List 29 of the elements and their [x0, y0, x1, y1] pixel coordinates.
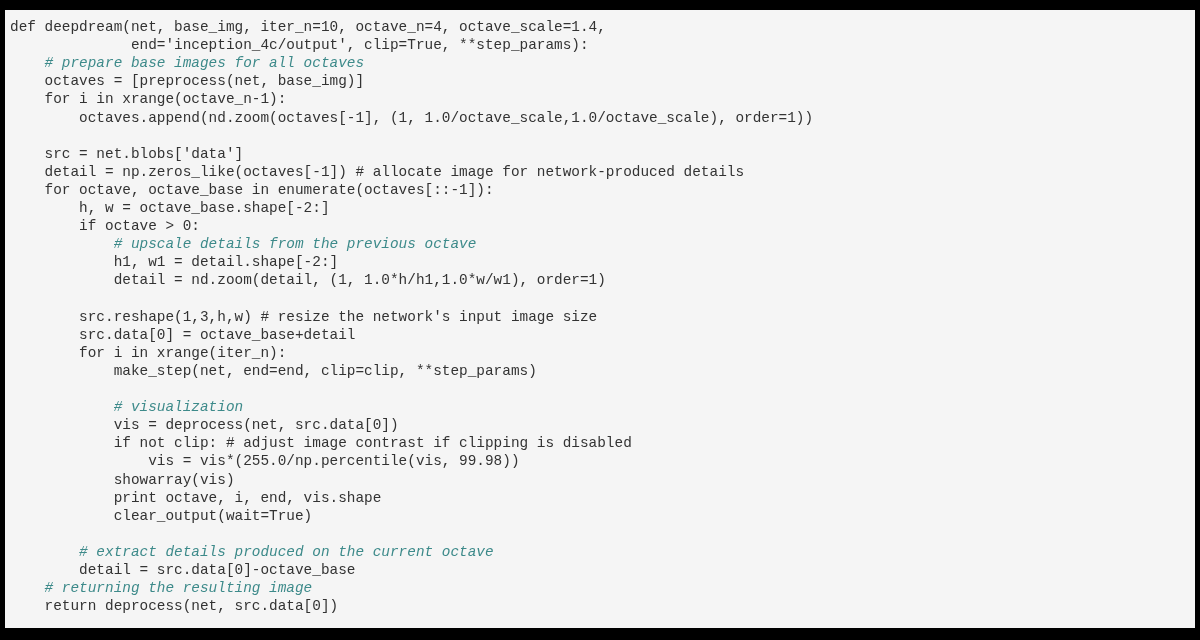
code-line: h, w = octave_base.shape[-2:]	[78, 200, 330, 216]
code-line: detail = np.zeros_like(octaves[-1]) # allocate image for network-produced details	[43, 163, 745, 180]
code-line: def deepdream(net, base_img, iter_n=10, octave_n=4, octave_scale=1.4,	[10, 19, 606, 35]
code-line: showarray(vis)	[112, 471, 235, 488]
code-line: if octave > 0:	[78, 218, 200, 235]
code-line: h1, w1 = detail.shape[-2:]	[112, 254, 339, 271]
code-line: for i in xrange(iter_n):	[78, 344, 287, 361]
code-line: detail = src.data[0]-octave_base	[78, 562, 356, 578]
code-line: end='inception_4c/output', clip=True, **step_params):	[129, 37, 589, 54]
code-line: for octave, octave_base in enumerate(octaves[::-1]):	[43, 181, 494, 198]
code-line: for i in xrange(octave_n-1):	[43, 91, 287, 108]
code-line: print octave, i, end, vis.shape	[112, 489, 382, 506]
code-line: # visualization	[112, 399, 244, 416]
code-line: make_step(net, end=end, clip=clip, **step_params)	[112, 362, 537, 379]
code-line: return deprocess(net, src.data[0])	[43, 598, 339, 615]
code-line: # prepare base images for all octaves	[43, 55, 365, 72]
code-line: clear_output(wait=True)	[112, 507, 313, 524]
code-line: # returning the resulting image	[43, 580, 313, 597]
code-line: src = net.blobs['data']	[43, 145, 244, 162]
code-line: vis = vis*(255.0/np.percentile(vis, 99.98))	[147, 453, 520, 470]
code-line: octaves.append(nd.zoom(octaves[-1], (1, 1.0/octave_scale,1.0/octave_scale), order=1))	[78, 109, 814, 126]
code-line: src.data[0] = octave_base+detail	[78, 326, 356, 343]
code-line: if not clip: # adjust image contrast if clipping is disabled	[112, 435, 632, 452]
code-line: src.reshape(1,3,h,w) # resize the network's input image size	[78, 308, 598, 325]
code-line: # upscale details from the previous octave	[112, 236, 477, 253]
code-line: detail = nd.zoom(detail, (1, 1.0*h/h1,1.0*w/w1), order=1)	[112, 272, 606, 289]
code-line: vis = deprocess(net, src.data[0])	[112, 417, 399, 434]
code-line: octaves = [preprocess(net, base_img)]	[43, 73, 365, 90]
code-line: # extract details produced on the current octave	[78, 543, 494, 560]
